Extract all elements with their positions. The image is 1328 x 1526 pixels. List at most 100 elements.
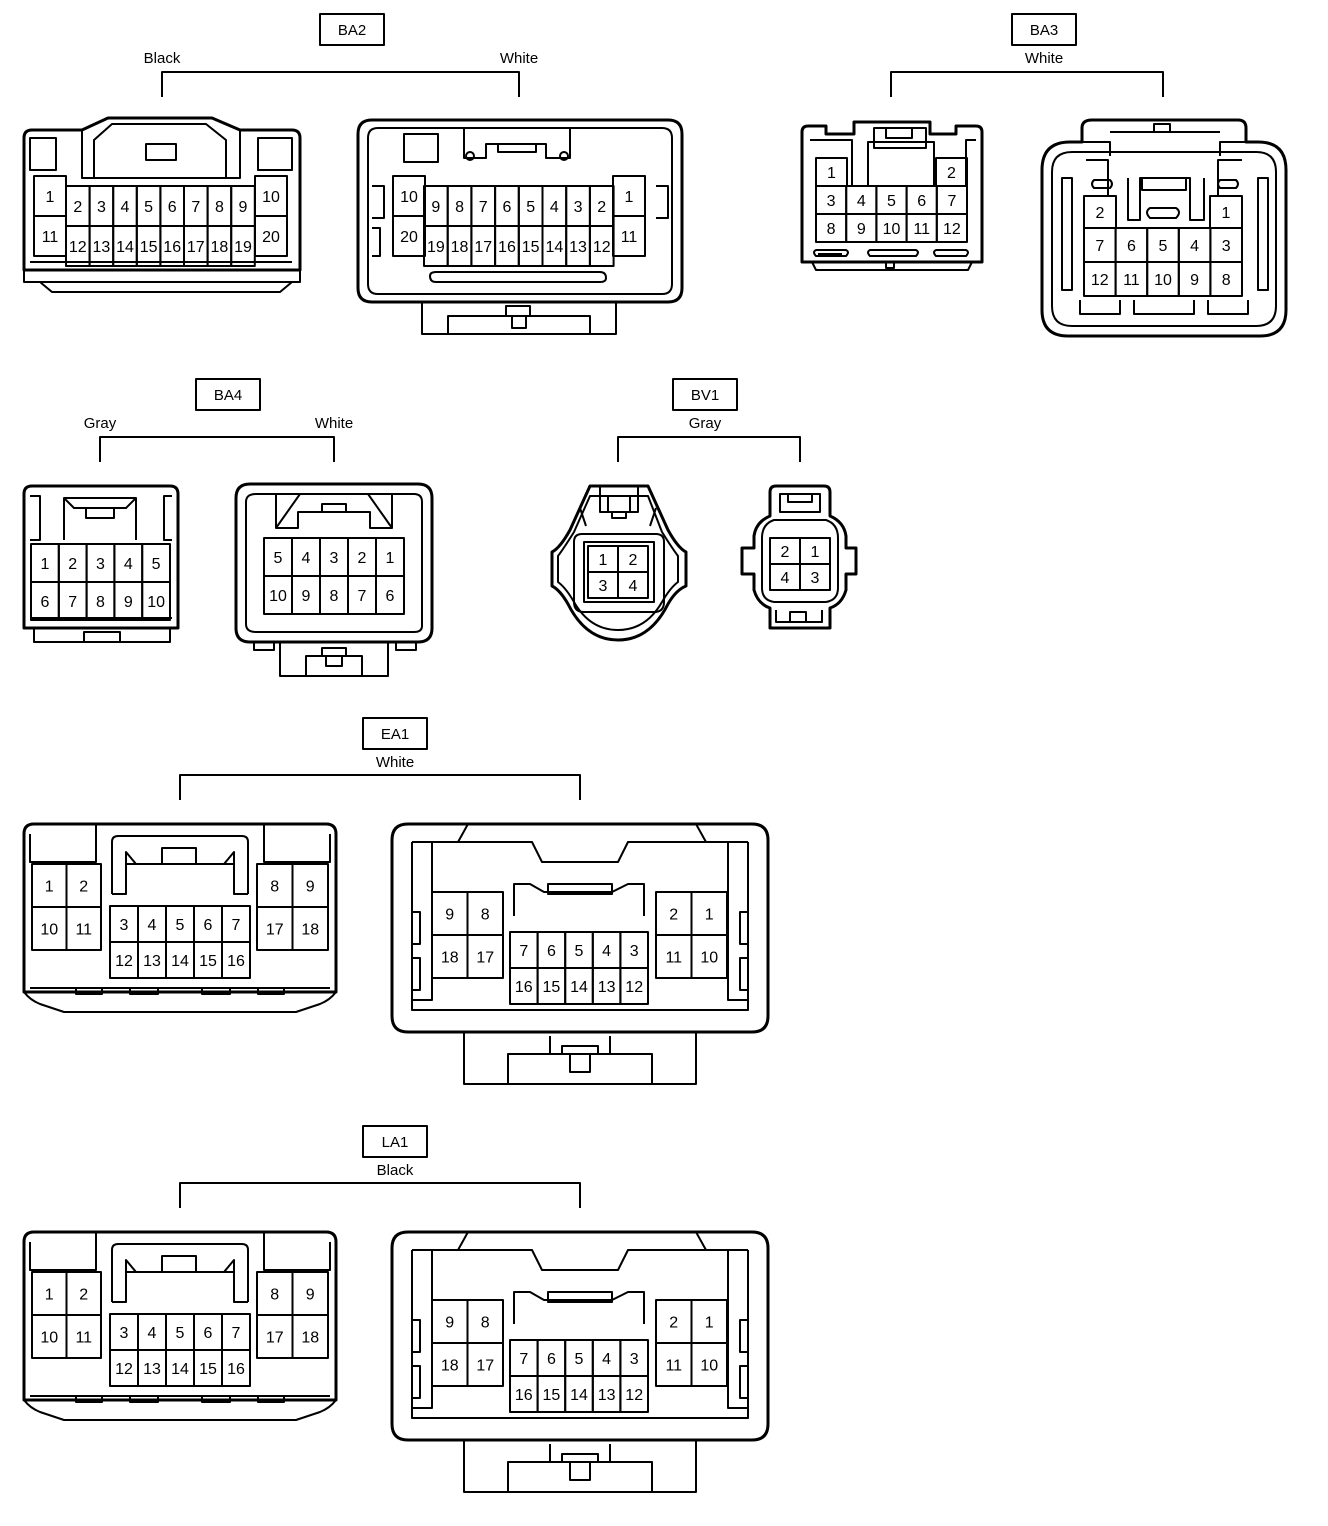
pin-number: 16 (163, 239, 181, 256)
pin-number: 13 (598, 979, 616, 996)
pin-number: 12 (625, 1387, 643, 1404)
pin-number: 2 (781, 544, 790, 561)
pin-number: 16 (227, 1361, 245, 1378)
connector-id-box (362, 1125, 428, 1158)
pin-number: 18 (451, 239, 469, 256)
pin-cell (466, 934, 504, 979)
pin-number: 7 (232, 1325, 241, 1342)
connector-bracket (890, 71, 1164, 97)
connector-id-box (195, 378, 261, 411)
pin-cell (33, 215, 67, 257)
pin-number: 8 (270, 1287, 279, 1304)
pin-number: 13 (598, 1387, 616, 1404)
pin-number: 4 (602, 1351, 611, 1368)
pin-number: 10 (400, 189, 418, 206)
wire-color-label: White (376, 754, 414, 771)
pin-number: 2 (597, 199, 606, 216)
pin-number: 6 (204, 917, 213, 934)
pin-number: 9 (445, 1315, 454, 1332)
pin-cell (392, 215, 426, 257)
pin-number: 1 (40, 556, 49, 573)
pin-number: 16 (227, 953, 245, 970)
pin-number: 1 (599, 552, 608, 569)
pin-number: 3 (97, 199, 106, 216)
pin-number: 14 (570, 979, 588, 996)
pin-number: 4 (1190, 238, 1199, 255)
pin-number: 1 (625, 189, 634, 206)
pin-number: 15 (140, 239, 158, 256)
pin-number: 10 (269, 588, 287, 605)
pin-number: 18 (441, 950, 459, 967)
pin-number: 7 (947, 193, 956, 210)
pin-number: 20 (262, 229, 280, 246)
pin-number: 14 (116, 239, 134, 256)
pin-number: 11 (75, 1330, 92, 1347)
pin-number: 2 (947, 165, 956, 182)
pin-number: 17 (476, 1358, 494, 1375)
pin-number: 12 (115, 953, 133, 970)
pin-cell (619, 967, 650, 1005)
pin-number: 2 (1096, 205, 1105, 222)
connector-bracket (99, 436, 335, 462)
pin-number: 17 (474, 239, 492, 256)
pin-number: 11 (1123, 272, 1140, 289)
pin-number: 10 (1154, 272, 1172, 289)
wire-color-label: White (1025, 50, 1063, 67)
pin-number: 8 (330, 588, 339, 605)
pin-number: 9 (302, 588, 311, 605)
pin-number: 9 (124, 594, 133, 611)
pin-cell (375, 575, 405, 615)
pin-grid: 2 (1083, 195, 1117, 229)
pin-number: 9 (306, 1287, 315, 1304)
pin-number: 4 (302, 550, 311, 567)
pin-number: 20 (400, 229, 418, 246)
pin-number: 16 (498, 239, 516, 256)
pin-number: 9 (306, 879, 315, 896)
pin-number: 3 (630, 943, 639, 960)
pin-number: 13 (143, 1361, 161, 1378)
pin-number: 18 (301, 1330, 319, 1347)
pin-grid: 10 20 (392, 175, 426, 257)
pin-number: 4 (781, 570, 790, 587)
pin-number: 2 (629, 552, 638, 569)
pin-number: 7 (232, 917, 241, 934)
pin-number: 6 (917, 193, 926, 210)
pin-number: 1 (386, 550, 395, 567)
pin-number: 5 (1159, 238, 1168, 255)
pin-number: 6 (547, 1351, 556, 1368)
pin-cell (466, 1342, 504, 1387)
pin-number: 1 (827, 165, 836, 182)
connector-id-box (1011, 13, 1077, 46)
wire-color-label: Gray (689, 415, 722, 432)
wire-color-label: Black (144, 50, 181, 67)
pin-number: 14 (570, 1387, 588, 1404)
pin-number: 15 (199, 1361, 217, 1378)
pin-cell (619, 1375, 650, 1413)
connector-id: EA1 (381, 726, 409, 743)
pin-cell (65, 906, 102, 951)
pin-number: 5 (152, 556, 161, 573)
pin-number: 17 (266, 1330, 284, 1347)
wire-color-label: White (315, 415, 353, 432)
pin-number: 17 (266, 922, 284, 939)
pin-number: 7 (479, 199, 488, 216)
connector-bracket (179, 1182, 581, 1208)
pin-number: 19 (427, 239, 445, 256)
